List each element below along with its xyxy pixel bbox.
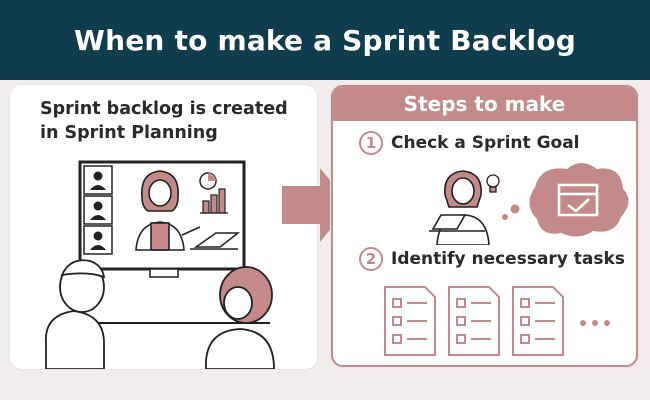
lightbulb-icon: [486, 174, 500, 193]
ellipsis-icon: [580, 320, 610, 326]
sprint-goal-checkbox-icon: [557, 183, 599, 217]
thought-cloud-icon: [502, 163, 629, 237]
task-list-icon: [512, 286, 564, 356]
task-list-icon: [384, 286, 436, 356]
sprint-planning-panel: Sprint backlog is created in Sprint Plan…: [10, 85, 317, 369]
caption-line-1: Sprint backlog is created: [40, 99, 288, 119]
sprint-planning-caption: Sprint backlog is created in Sprint Plan…: [40, 97, 288, 145]
task-lists-illustration: [384, 286, 610, 356]
step-1-label: Check a Sprint Goal: [391, 133, 580, 153]
page-title: When to make a Sprint Backlog: [74, 23, 576, 57]
monitor-stand: [149, 268, 179, 278]
presenter-woman-icon: [135, 170, 201, 251]
steps-heading: Steps to make: [333, 87, 636, 121]
video-meeting-illustration: [45, 160, 275, 369]
caption-line-2: in Sprint Planning: [40, 123, 218, 143]
pie-chart-icon: [199, 172, 217, 190]
step-2-number: 2: [359, 247, 383, 271]
man-attendee-icon: [45, 259, 106, 369]
laptop-icon: [190, 232, 241, 250]
thinking-woman-illustration: [429, 163, 629, 245]
header-banner: When to make a Sprint Backlog: [0, 0, 650, 80]
woman-at-laptop-icon: [429, 170, 490, 245]
step-1-number: 1: [359, 131, 383, 155]
woman-attendee-icon: [205, 266, 275, 369]
task-list-icon: [448, 286, 500, 356]
step-1: 1 Check a Sprint Goal: [359, 131, 580, 155]
step-2-label: Identify necessary tasks: [391, 249, 625, 269]
participant-icons: [90, 171, 106, 250]
bar-chart-icon: [200, 188, 228, 214]
step-2: 2 Identify necessary tasks: [359, 247, 625, 271]
steps-panel: Steps to make 1 Check a Sprint Goal: [331, 85, 638, 367]
